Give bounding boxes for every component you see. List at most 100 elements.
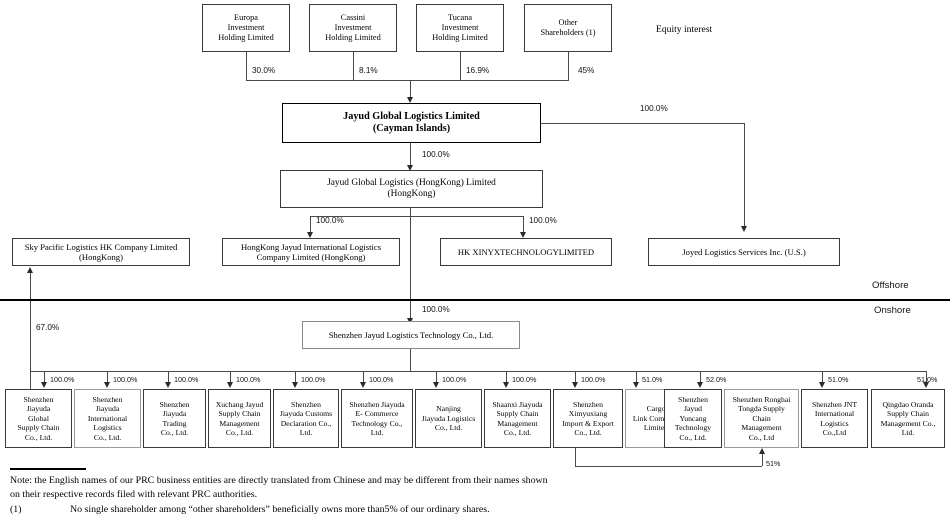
arrow-to-leaf [633, 382, 639, 388]
pct-leaf-shenzhen-jayud-yuncang: 52.0% [706, 375, 727, 384]
connector-leaf-stem [575, 371, 576, 384]
subsidiary-label: Shenzhen Ximyuxiang Import & Export Co.,… [562, 399, 614, 437]
subsidiary-box-shaanxi-jiayuda[interactable]: Shaanxi Jiayuda Supply Chain Management … [484, 389, 551, 448]
subsidiary-label: Shenzhen Jiayuda Customs Declaration Co.… [279, 399, 333, 437]
pct-leaf-shenzhen-jiayuda-trading: 100.0% [174, 375, 199, 384]
wfoe-label: Shenzhen Jayud Logistics Technology Co.,… [328, 329, 494, 340]
connector-crossholding-h [575, 466, 762, 467]
subsidiary-label: Nanjing Jiayuda Logistics Co., Ltd. [421, 404, 476, 433]
pct-leaf-shenzhen-jiayuda-ecommerce: 100.0% [369, 375, 394, 384]
shareholder-box-tucana[interactable]: Tucana Investment Holding Limited [416, 4, 504, 52]
arrow-to-leaf [433, 382, 439, 388]
connector-leaf-stem [700, 371, 701, 384]
arrow-to-leaf [572, 382, 578, 388]
subsidiary-box-shenzhen-jayud-yuncang[interactable]: Shenzhen Jayud Yuncang Technology Co., L… [664, 389, 722, 448]
shareholder-label: Europa Investment Holding Limited [218, 13, 274, 42]
hongkong-holdco-box[interactable]: Jayud Global Logistics (HongKong) Limite… [280, 170, 543, 208]
connector-leaf-stem [436, 371, 437, 384]
subsidiary-box-nanjing-jiayuda[interactable]: Nanjing Jiayuda Logistics Co., Ltd. [415, 389, 482, 448]
arrow-to-hk [407, 165, 413, 171]
pct-leaf-shenzhen-jiayuda-international: 100.0% [113, 375, 138, 384]
subsidiary-box-shenzhen-ronghai-tongda[interactable]: Shenzhen Ronghai Tongda Supply Chain Man… [724, 389, 799, 448]
subsidiary-box-shenzhen-jnt[interactable]: Shenzhen JNT International Logistics Co.… [801, 389, 868, 448]
parent-company-label: Jayud Global Logistics Limited (Cayman I… [343, 110, 480, 134]
pct-sky-pacific: 67.0% [36, 323, 60, 332]
parent-company-box[interactable]: Jayud Global Logistics Limited (Cayman I… [282, 103, 541, 143]
connector-hk-to-wfoe [410, 216, 411, 320]
connector-leaf-stem [636, 371, 637, 384]
shareholder-label: Cassini Investment Holding Limited [325, 13, 381, 42]
arrow-to-joyed [741, 226, 747, 232]
pct-hk-to-xinyx: 100.0% [529, 216, 557, 225]
arrow-to-parent [407, 97, 413, 103]
equity-interest-label: Equity interest [656, 24, 713, 35]
arrow-to-leaf [104, 382, 110, 388]
pct-leaf-shenzhen-jiayuda-customs: 100.0% [301, 375, 326, 384]
pct-tucana: 16.9% [466, 66, 490, 75]
subsidiary-label: Shenzhen Jiayuda Global Supply Chain Co.… [17, 395, 60, 442]
pct-leaf-cargo-link: 51.0% [642, 375, 663, 384]
shareholder-label: Other Shareholders (1) [540, 18, 596, 37]
subsidiary-label: Shenzhen Jayud Yuncang Technology Co., L… [674, 395, 712, 442]
pct-leaf-shenzhen-jiayuda-global: 100.0% [50, 375, 75, 384]
connector-leaf-stem [506, 371, 507, 384]
shareholder-label: Tucana Investment Holding Limited [432, 13, 488, 42]
footnote-one-marker: (1) [10, 504, 22, 515]
subsidiary-label: Shaanxi Jiayuda Supply Chain Management … [492, 399, 543, 437]
pct-leaf-shaanxi-jiayuda: 100.0% [512, 375, 537, 384]
connector-leaf-stem [168, 371, 169, 384]
footnote-one: (1) No single shareholder among “other s… [10, 504, 940, 518]
subsidiary-box-shenzhen-jiayuda-trading[interactable]: Shenzhen Jiayuda Trading Co., Ltd. [143, 389, 206, 448]
connector-leaf-stem [44, 371, 45, 384]
subsidiary-label: Shenzhen Jiayuda International Logistics… [87, 395, 128, 442]
connector-leaf-stem [822, 371, 823, 384]
connector-hk-bus [310, 216, 523, 217]
pct-crossholding-ronghai: 51% [766, 459, 781, 468]
subsidiary-label: Shenzhen JNT International Logistics Co.… [811, 399, 858, 437]
subsidiary-box-shenzhen-jiayuda-global[interactable]: Shenzhen Jiayuda Global Supply Chain Co.… [5, 389, 72, 448]
arrow-to-leaf [227, 382, 233, 388]
arrow-to-leaf [360, 382, 366, 388]
shareholder-box-other[interactable]: Other Shareholders (1) [524, 4, 612, 52]
connector-crossholding-v2 [762, 454, 763, 466]
arrow-to-hkjayud [307, 232, 313, 238]
subsidiary-label: Qingdao Oranda Supply Chain Management C… [880, 399, 936, 437]
offshore-sub-box-sky-pacific[interactable]: Sky Pacific Logistics HK Company Limited… [12, 238, 190, 266]
arrow-to-sky-pacific [27, 267, 33, 273]
subsidiary-label: Shenzhen Jiayuda Trading Co., Ltd. [159, 399, 190, 437]
offshore-sub-label: HK XINYXTECHNOLOGYLIMITED [457, 246, 595, 257]
offshore-label: Offshore [872, 280, 909, 291]
offshore-sub-label: Sky Pacific Logistics HK Company Limited… [24, 241, 178, 262]
connector-parent-to-joyed-v [744, 123, 745, 228]
footnote-one-text: No single shareholder among “other share… [70, 504, 490, 515]
connector-leaf-stem [295, 371, 296, 384]
subsidiary-box-shenzhen-jiayuda-international[interactable]: Shenzhen Jiayuda International Logistics… [74, 389, 141, 448]
pct-europa: 30.0% [252, 66, 276, 75]
subsidiary-box-qingdao-oranda[interactable]: Qingdao Oranda Supply Chain Management C… [871, 389, 945, 448]
connector-subsidiary-bus [30, 371, 926, 372]
connector-leaf-stem [107, 371, 108, 384]
offshore-onshore-divider [0, 299, 950, 301]
arrow-to-leaf [41, 382, 47, 388]
connector-leaf-stem [926, 371, 927, 384]
shareholder-box-cassini[interactable]: Cassini Investment Holding Limited [309, 4, 397, 52]
connector-other-stem [568, 52, 569, 80]
offshore-sub-box-joyed[interactable]: Joyed Logistics Services Inc. (U.S.) [648, 238, 840, 266]
wfoe-box[interactable]: Shenzhen Jayud Logistics Technology Co.,… [302, 321, 520, 349]
connector-leaf-stem [363, 371, 364, 384]
connector-parent-to-joyed-h [541, 123, 744, 124]
arrow-to-leaf [819, 382, 825, 388]
subsidiary-box-shenzhen-jiayuda-customs[interactable]: Shenzhen Jiayuda Customs Declaration Co.… [273, 389, 339, 448]
shareholder-box-europa[interactable]: Europa Investment Holding Limited [202, 4, 290, 52]
pct-leaf-shenzhen-ximyuxiang: 100.0% [581, 375, 606, 384]
pct-parent-to-hk: 100.0% [422, 150, 450, 159]
subsidiary-box-xuchang-jayud[interactable]: Xuchang Jayud Supply Chain Management Co… [208, 389, 271, 448]
offshore-sub-box-hk-jayud-international[interactable]: HongKong Jayud International Logistics C… [222, 238, 400, 266]
arrow-to-leaf [292, 382, 298, 388]
subsidiary-box-shenzhen-ximyuxiang[interactable]: Shenzhen Ximyuxiang Import & Export Co.,… [553, 389, 623, 448]
offshore-sub-box-hk-xinyx[interactable]: HK XINYXTECHNOLOGYLIMITED [440, 238, 612, 266]
arrow-to-leaf [697, 382, 703, 388]
subsidiary-box-shenzhen-jiayuda-ecommerce[interactable]: Shenzhen Jiayuda E- Commerce Technology … [341, 389, 413, 448]
connector-hk-to-xinyx [523, 216, 524, 234]
